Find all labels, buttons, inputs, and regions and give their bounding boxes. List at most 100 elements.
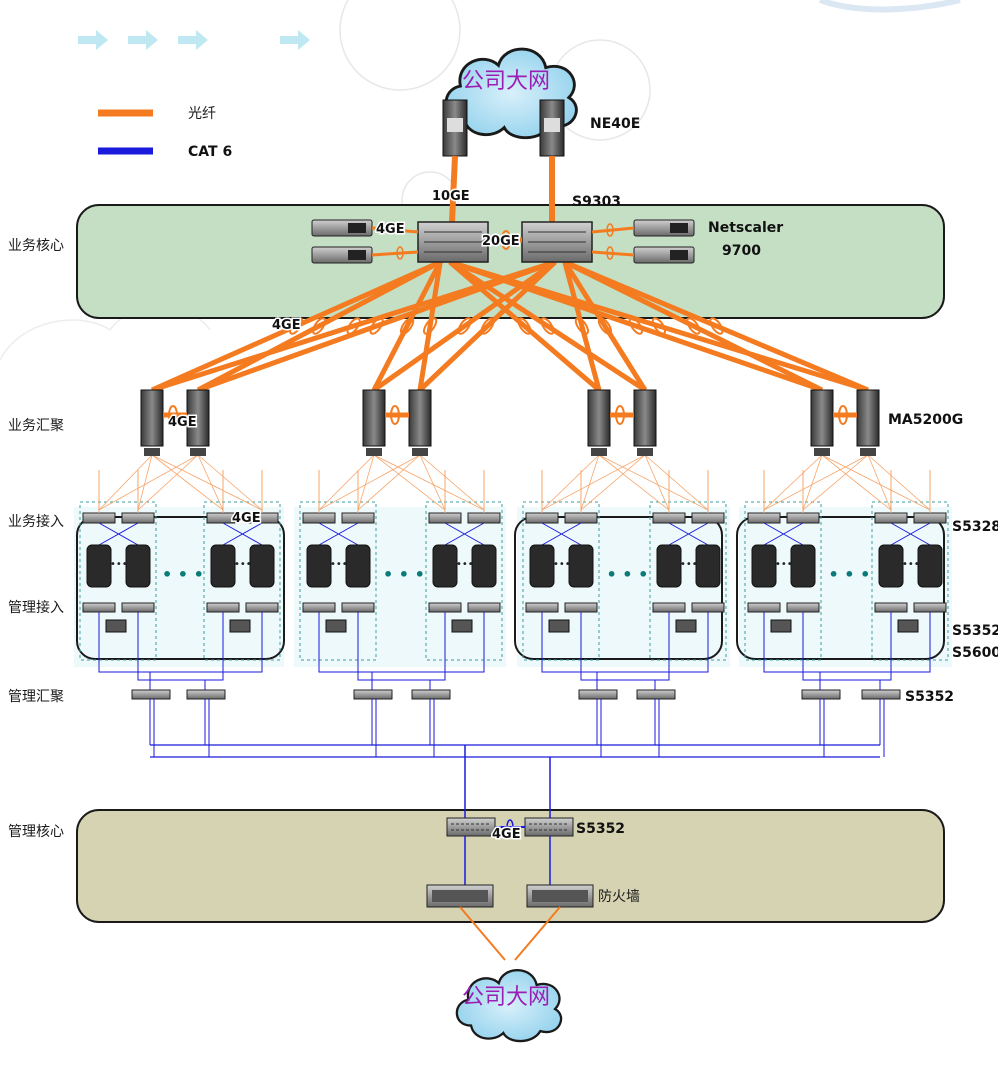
- mgmt-aggregation-switch: [578, 689, 618, 700]
- fiber-link: [150, 259, 442, 393]
- agg-to-access-link: [821, 454, 892, 511]
- management-access-switch: [82, 602, 116, 613]
- aggregation-switch: [362, 389, 386, 456]
- load-balancer-left-2: [311, 246, 373, 264]
- mgmt-aggregation-switch: [861, 689, 901, 700]
- aggregation-switch: [810, 389, 834, 456]
- cat6-cross: [444, 522, 485, 546]
- cat6-cross: [541, 522, 582, 546]
- layer-label-business-core: 业务核心: [8, 238, 64, 254]
- cat6-link: [98, 660, 263, 673]
- stack-ellipsis: •••: [456, 559, 474, 570]
- agg-to-access-link: [197, 454, 263, 511]
- cat6-cross: [890, 522, 931, 546]
- fiber-bundle: [399, 317, 415, 335]
- fiber-bundle: [422, 317, 438, 335]
- group-ellipsis: • • •: [607, 565, 649, 584]
- agg-interlink-bundle: [168, 405, 178, 425]
- agg-to-access-link: [802, 454, 869, 511]
- management-access-switch: [652, 602, 686, 613]
- fiber-bundle: [651, 317, 667, 335]
- agg-to-access-link: [580, 454, 646, 511]
- server-rack: [125, 544, 151, 588]
- management-access-switch: [564, 602, 598, 613]
- layer-label-management-aggregation: 管理汇聚: [8, 689, 64, 705]
- stack-ellipsis: •••: [110, 559, 128, 570]
- layer-label-management-core: 管理核心: [8, 824, 64, 840]
- fiber-link: [196, 259, 442, 393]
- management-access-device: [105, 619, 127, 633]
- stack-ellipsis: •••: [680, 559, 698, 570]
- lb-link-bundle: [396, 246, 404, 260]
- access-business-model-label: S5328: [952, 519, 998, 535]
- fiber-bundle: [686, 317, 701, 335]
- access-layer: ••••••• • •••••••• • •••••••• • ••••••••…: [74, 454, 952, 667]
- agg-to-access-link: [541, 454, 600, 511]
- core-interlink-bandwidth-label: 20GE: [482, 234, 520, 249]
- mgmt-aggregation-switch: [411, 689, 451, 700]
- core-to-agg-bandwidth-label: 4GE: [272, 318, 301, 333]
- cat6-link: [580, 660, 670, 681]
- server-rack: [790, 544, 816, 588]
- access-stack-frame: [203, 501, 281, 661]
- load-balancer-right-1: [633, 219, 695, 237]
- agg-to-access-link: [580, 454, 600, 511]
- agg-to-access-link: [821, 454, 931, 511]
- aggregation-switch: [856, 389, 880, 456]
- fiber-bundle: [311, 317, 327, 335]
- management-access-switch: [691, 602, 725, 613]
- uplink-left: [449, 155, 458, 223]
- server-rack: [471, 544, 497, 588]
- fiber-link: [151, 259, 556, 393]
- fiber-link: [449, 259, 869, 393]
- mgmt-aggregation-switch: [801, 689, 841, 700]
- mgmt-core-interlink-bundle: [506, 819, 514, 835]
- server-rack: [568, 544, 594, 588]
- core-interlink-bundle: [501, 230, 511, 250]
- agg-to-access-link: [318, 454, 375, 511]
- cat6-link: [541, 660, 709, 673]
- access-stack-frame: [79, 501, 157, 661]
- router-left: [442, 99, 468, 157]
- uplink-bandwidth-label: 10GE: [432, 189, 470, 204]
- access-management-model-label-2: S5600: [952, 645, 998, 661]
- agg-to-access-link: [644, 454, 670, 511]
- stack-ellipsis: •••: [902, 559, 920, 570]
- agg-to-access-link: [802, 454, 823, 511]
- cat6-link: [318, 660, 485, 673]
- fiber-link: [562, 260, 648, 392]
- core-switch-model-label: S9303: [572, 194, 621, 210]
- bottom-internet-cloud: 公司大网: [455, 968, 563, 1043]
- aggregation-switch: [140, 389, 164, 456]
- business-access-switch: [564, 512, 598, 524]
- cat6-wiring: [98, 612, 931, 818]
- access-band: [739, 507, 952, 667]
- agg-to-access-link: [598, 454, 670, 511]
- stack-ellipsis: •••: [775, 559, 793, 570]
- agg-interlink-bandwidth-label: 4GE: [168, 415, 197, 430]
- server-rack: [86, 544, 112, 588]
- aggregation-switch: [408, 389, 432, 456]
- fiber-bundle: [288, 317, 304, 335]
- aggregation-switch: [633, 389, 657, 456]
- access-group-frame: [514, 516, 723, 660]
- core-switch-left: [417, 221, 489, 263]
- management-access-switch: [121, 602, 155, 613]
- management-access-device: [770, 619, 792, 633]
- agg-to-access-link: [541, 454, 646, 511]
- agg-interlink-bundle: [838, 405, 848, 425]
- management-access-switch: [525, 602, 559, 613]
- server-rack: [432, 544, 458, 588]
- management-core-panel: [76, 809, 945, 923]
- aggregation-layer: [140, 389, 880, 456]
- agg-to-access-link: [598, 454, 709, 511]
- fiber-link: [448, 259, 647, 393]
- mgmt-aggregation-switch: [636, 689, 676, 700]
- access-stack-frame: [299, 501, 377, 661]
- load-balancer-model-line1: Netscaler: [708, 220, 783, 236]
- lb-link-bundle: [606, 223, 614, 237]
- fiber-bundle: [346, 317, 361, 335]
- access-management-model-label: S5352: [952, 623, 998, 639]
- management-access-switch: [302, 602, 336, 613]
- server-rack: [751, 544, 777, 588]
